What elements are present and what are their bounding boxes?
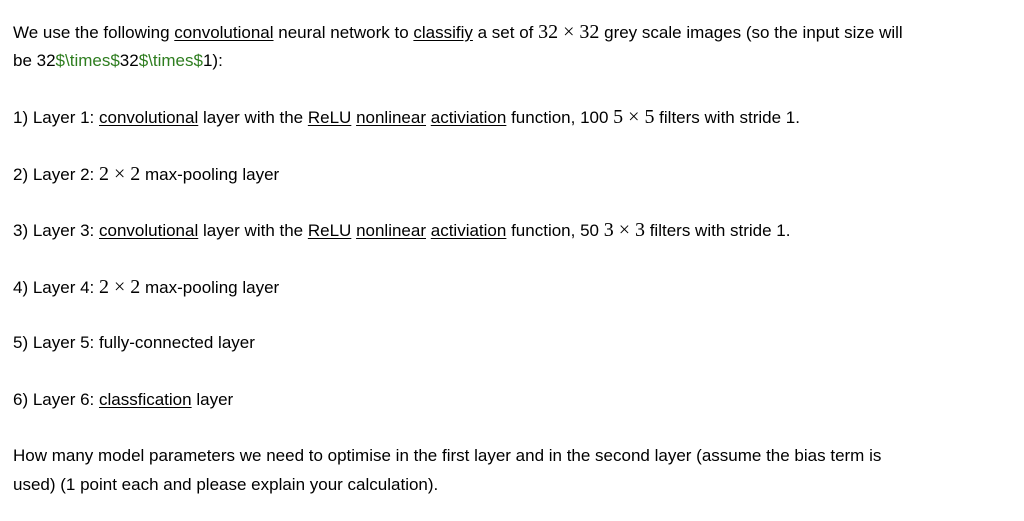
intro-text: neural network to: [273, 23, 414, 42]
math-expression: 32 × 32: [538, 21, 600, 43]
question-text: used) (1 point each and please explain y…: [13, 475, 439, 494]
math-expression: 3 × 3: [603, 219, 645, 241]
underlined-word: activiation: [430, 221, 507, 240]
intro-text: grey scale images (so the input size wil…: [599, 23, 903, 42]
question-text: How many model parameters we need to opt…: [13, 446, 882, 465]
math-expression: 5 × 5: [613, 106, 655, 128]
layer-prefix: 2) Layer 2:: [13, 165, 99, 184]
layer-prefix: 3) Layer 3:: [13, 221, 99, 240]
underlined-word: classifiy: [413, 23, 473, 42]
layer-text: max-pooling layer: [140, 165, 280, 184]
underlined-word: convolutional: [174, 23, 274, 42]
intro-text: be 32: [13, 51, 56, 70]
latex-markup: $\times$: [138, 51, 203, 70]
math-expression: 2 × 2: [99, 276, 141, 298]
underlined-word: classfication: [99, 390, 192, 409]
layer-prefix: 1) Layer 1:: [13, 108, 99, 127]
intro-line-1: We use the following convolutional neura…: [13, 22, 903, 43]
underlined-word: convolutional: [99, 108, 199, 127]
question-line-2: used) (1 point each and please explain y…: [13, 475, 438, 495]
layer-3-item: 3) Layer 3: convolutional layer with the…: [13, 220, 790, 241]
layer-text: layer with the: [198, 108, 308, 127]
layer-text: function, 50: [506, 221, 604, 240]
latex-markup: $\times$: [55, 51, 120, 70]
underlined-word: ReLU: [307, 108, 352, 127]
underlined-word: convolutional: [99, 221, 199, 240]
intro-text: We use the following: [13, 23, 175, 42]
layer-text: max-pooling layer: [140, 278, 280, 297]
layer-1-item: 1) Layer 1: convolutional layer with the…: [13, 107, 800, 128]
layer-5-item: 5) Layer 5: fully-connected layer: [13, 333, 255, 353]
layer-text: filters with stride 1.: [654, 108, 800, 127]
layer-text: layer with the: [198, 221, 308, 240]
underlined-word: ReLU: [307, 221, 352, 240]
layer-text: function, 100: [506, 108, 614, 127]
layer-text: filters with stride 1.: [644, 221, 791, 240]
underlined-word: nonlinear: [356, 108, 427, 127]
intro-line-2: be 32$\times$32$\times$1):: [13, 51, 223, 71]
layer-4-item: 4) Layer 4: 2 × 2 max-pooling layer: [13, 277, 279, 298]
underlined-word: activiation: [430, 108, 507, 127]
layer-text: layer: [191, 390, 234, 409]
question-line-1: How many model parameters we need to opt…: [13, 446, 881, 466]
intro-text: 1):: [202, 51, 223, 70]
layer-text: 5) Layer 5: fully-connected layer: [13, 333, 255, 352]
intro-text: 32: [119, 51, 139, 70]
underlined-word: nonlinear: [356, 221, 427, 240]
math-expression: 2 × 2: [99, 163, 141, 185]
layer-prefix: 6) Layer 6:: [13, 390, 99, 409]
intro-text: a set of: [472, 23, 539, 42]
layer-prefix: 4) Layer 4:: [13, 278, 99, 297]
layer-6-item: 6) Layer 6: classfication layer: [13, 390, 233, 410]
layer-2-item: 2) Layer 2: 2 × 2 max-pooling layer: [13, 164, 279, 185]
